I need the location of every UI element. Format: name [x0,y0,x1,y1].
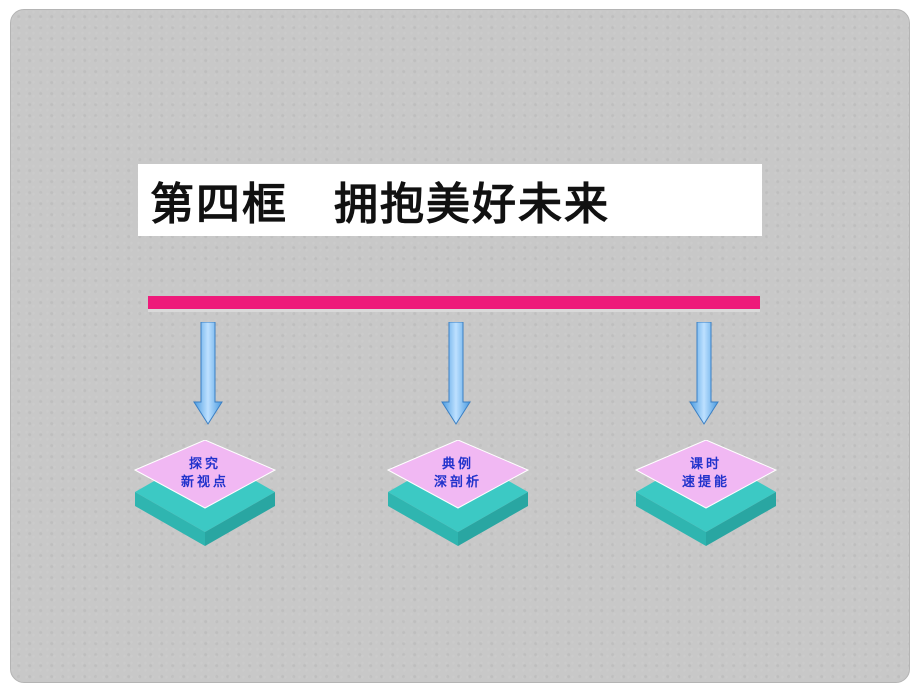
node-label-line2: 新视点 [180,475,229,490]
node-label-line1: 典例 [441,457,474,472]
node-practice[interactable]: 课时 速提能 [631,439,781,550]
title-box: 第四框 拥抱美好未来 [138,164,762,236]
node-explore[interactable]: 探究 新视点 [130,439,280,550]
down-arrow-icon [193,322,223,425]
node-examples[interactable]: 典例 深剖析 [383,439,533,550]
down-arrow-icon [441,322,471,425]
node-label-line1: 探究 [188,457,221,472]
node-label-line2: 深剖析 [433,475,482,490]
slide-title: 第四框 拥抱美好未来 [150,179,610,230]
divider-bar [148,296,760,309]
layered-tile-icon [634,439,778,546]
layered-tile-icon [133,439,277,546]
node-label-line2: 速提能 [681,475,730,490]
node-label-line1: 课时 [689,457,722,472]
down-arrow-icon [689,322,719,425]
layered-tile-icon [386,439,530,546]
